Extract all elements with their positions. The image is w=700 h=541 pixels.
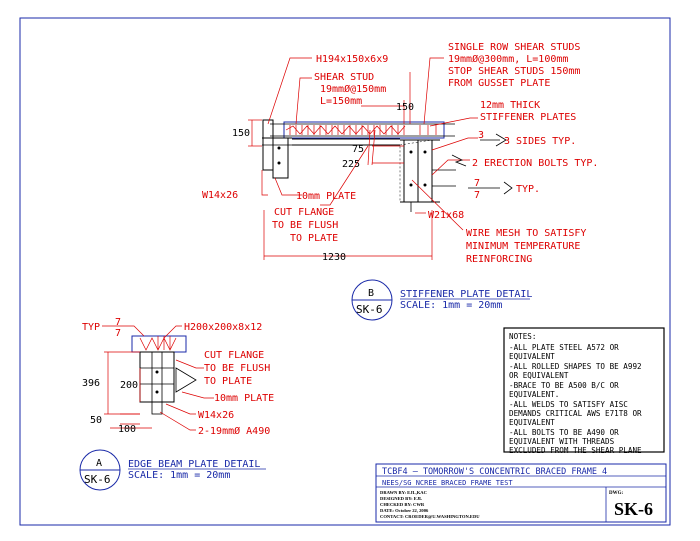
detail-a-10mm-plate: 10mm PLATE [214, 393, 274, 404]
note-line: -ALL BOLTS TO BE A490 OR [509, 428, 619, 437]
note-line: EQUIVALENT [509, 352, 555, 361]
detail-b-dimensions [248, 100, 433, 260]
notes-box: NOTES: -ALL PLATE STEEL A572 OR EQUIVALE… [503, 327, 665, 455]
dim-50: 50 [90, 415, 102, 426]
dim-1230: 1230 [322, 252, 346, 263]
label-w14x26: W14x26 [202, 190, 238, 201]
note-line: -BRACE TO BE A500 B/C OR [509, 381, 619, 390]
weld-size-3a: 3 [478, 130, 484, 141]
project-title: TCBF4 — TOMORROW'S CONCENTRIC BRACED FRA… [382, 467, 607, 477]
callout-b-letter: B [368, 288, 374, 299]
label-single-row: SINGLE ROW SHEAR STUDS [448, 42, 580, 53]
dim-225: 225 [342, 159, 360, 170]
sheet-border [19, 17, 671, 526]
detail-a-w14x26: W14x26 [198, 410, 234, 421]
label-stiffener-2: STIFFENER PLATES [480, 112, 576, 123]
label-w21x68: W21x68 [428, 210, 464, 221]
label-single-row-3: STOP SHEAR STUDS 150mm [448, 66, 580, 77]
label-three-sides: 3 SIDES TYP. [504, 136, 576, 147]
note-line: -ALL PLATE STEEL A572 OR [509, 343, 619, 352]
note-line: EXCLUDED FROM THE SHEAR PLANE [509, 446, 642, 455]
dim-150-top: 150 [396, 102, 414, 113]
detail-b-drawing: H194x150x6x9 SHEAR STUD 19mmØ@150mm L=15… [202, 42, 598, 321]
shear-studs [285, 125, 437, 135]
label-cut-flange: CUT FLANGE [274, 207, 334, 218]
label-10mm-plate: 10mm PLATE [296, 191, 356, 202]
label-erection-bolts: 2 ERECTION BOLTS TYP. [472, 158, 598, 169]
label-min-temp: MINIMUM TEMPERATURE [466, 241, 580, 252]
dwg-label: DWG: [609, 491, 624, 496]
callout-a-letter: A [96, 458, 102, 469]
dim-100: 100 [118, 424, 136, 435]
drawing-date: DATE: October 22, 2006 [380, 508, 429, 513]
detail-a-weld-7b: 7 [115, 328, 121, 339]
label-shear-stud: SHEAR STUD [314, 72, 374, 83]
label-single-row-2: 19mmØ@300mm, L=100mm [448, 53, 568, 65]
slab-outline [283, 121, 445, 139]
note-line: OR EQUIVALENT [509, 371, 569, 380]
checked-by: CHECKED BY: CWR [380, 502, 425, 507]
detail-a-flush: TO BE FLUSH [204, 363, 270, 374]
label-stiffener-1: 12mm THICK [480, 100, 540, 111]
label-to-plate: TO PLATE [290, 233, 338, 244]
note-line: -ALL ROLLED SHAPES TO BE A992 [509, 362, 642, 371]
dim-200: 200 [120, 380, 138, 391]
note-line: EQUIVALENT. [509, 390, 559, 399]
drawn-by: DRAWN BY: EJL,KAC [380, 490, 427, 495]
label-shear-stud-length: L=150mm [320, 96, 362, 107]
label-flush: TO BE FLUSH [272, 220, 338, 231]
dwg-number: SK-6 [614, 499, 653, 519]
designed-by: DESIGNED BY: EJL [380, 496, 422, 501]
detail-a-to-plate: TO PLATE [204, 376, 252, 387]
detail-a-leaders [102, 325, 214, 431]
weld-size-7a: 7 [474, 178, 480, 189]
label-h200: H200x200x8x12 [184, 322, 262, 333]
detail-a-title: EDGE BEAM PLATE DETAIL [128, 459, 260, 470]
note-line: EQUIVALENT WITH THREADS [509, 437, 615, 446]
label-shear-stud-spacing: 19mmØ@150mm [320, 83, 386, 95]
label-reinforcing: REINFORCING [466, 254, 532, 265]
detail-a-bolts: 2-19mmØ A490 [198, 425, 270, 437]
detail-a-scale: SCALE: 1mm = 20mm [128, 470, 230, 481]
label-single-row-4: FROM GUSSET PLATE [448, 78, 550, 89]
detail-a-weld-7a: 7 [115, 317, 121, 328]
detail-a-typ: TYP [82, 322, 100, 333]
label-typ: TYP. [516, 184, 540, 195]
detail-a-drawing: TYP 7 7 H200x200x8x12 CUT FLANGE TO BE F… [79, 317, 274, 491]
weld-symbols [451, 133, 513, 195]
note-line: DEMANDS CRITICAL AWS E71T8 OR [509, 409, 642, 418]
dim-150-left: 150 [232, 128, 250, 139]
detail-b-leaders [261, 57, 478, 231]
contact: CONTACT: CROEDER@U.WASHINGTON.EDU [380, 514, 480, 519]
detail-b-title: STIFFENER PLATE DETAIL [400, 289, 532, 300]
dim-75: 75 [352, 144, 364, 155]
detail-b-scale: SCALE: 1mm = 20mm [400, 300, 502, 311]
label-h194: H194x150x6x9 [316, 54, 388, 65]
dim-396: 396 [82, 378, 100, 389]
label-wire-mesh: WIRE MESH TO SATISFY [466, 228, 586, 239]
project-subtitle: NEES/SG NCREE BRACED FRAME TEST [382, 479, 513, 487]
callout-a-sheet: SK-6 [84, 473, 111, 486]
detail-a-cut-flange: CUT FLANGE [204, 350, 264, 361]
title-block: TCBF4 — TOMORROW'S CONCENTRIC BRACED FRA… [375, 463, 667, 523]
callout-b-sheet: SK-6 [356, 303, 383, 316]
weld-size-7b: 7 [474, 190, 480, 201]
note-line: -ALL WELDS TO SATISFY AISC [509, 400, 628, 409]
notes-heading: NOTES: [509, 332, 536, 341]
note-line: EQUIVALENT [509, 418, 555, 427]
detail-a-dimensions [104, 351, 152, 429]
